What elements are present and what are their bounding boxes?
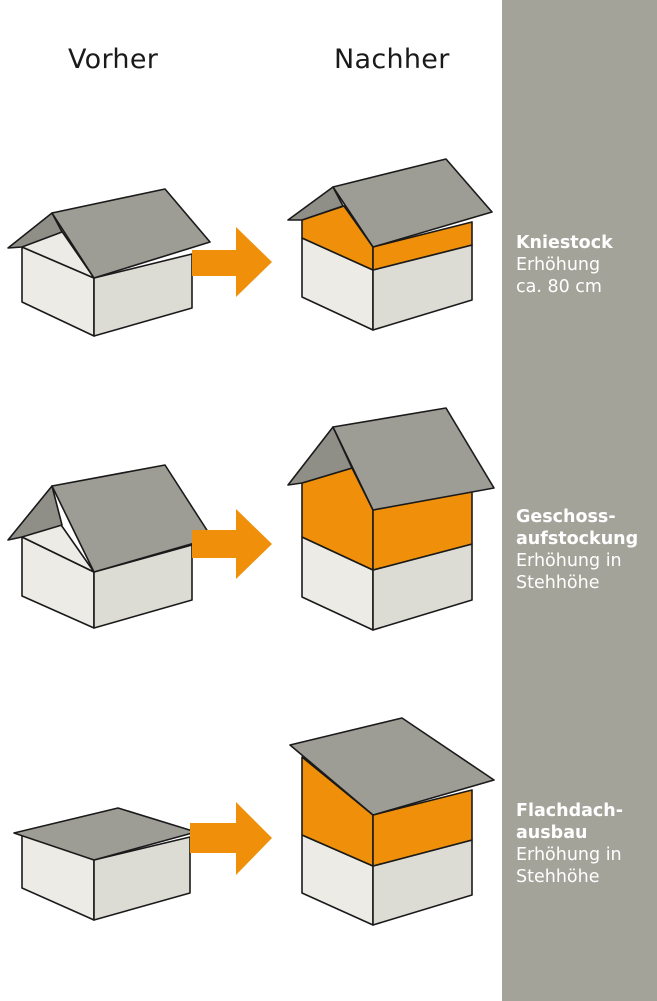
label-subtitle-line1: Erhöhung in: [516, 551, 622, 571]
label-subtitle-line2: Stehhöhe: [516, 573, 600, 593]
label-title-line2: aufstockung: [516, 529, 639, 549]
row3-before-house: [13, 807, 197, 921]
label-subtitle-line1: Erhöhung in: [516, 845, 622, 865]
label-title: Kniestock: [516, 233, 613, 253]
label-geschossaufstockung: Geschoss- aufstockung Erhöhung in Stehhö…: [516, 506, 656, 594]
sidebar-panel: [502, 0, 657, 1001]
row2-after-house: [287, 407, 495, 631]
label-subtitle-line2: Stehhöhe: [516, 867, 600, 887]
label-kniestock: Kniestock Erhöhung ca. 80 cm: [516, 232, 656, 298]
row2-arrow: [192, 509, 272, 579]
header-after: Nachher: [334, 44, 450, 75]
row3-after-house: [289, 717, 495, 926]
row2-before-house: [7, 464, 213, 629]
row1-after-house: [287, 158, 493, 331]
label-title-line1: Flachdach-: [516, 801, 624, 821]
label-title-line1: Geschoss-: [516, 507, 616, 527]
label-flachdachausbau: Flachdach- ausbau Erhöhung in Stehhöhe: [516, 800, 656, 888]
label-subtitle-line1: Erhöhung: [516, 255, 601, 275]
row3-arrow: [190, 802, 272, 875]
row1-arrow: [192, 227, 272, 297]
row1-before-house: [7, 188, 211, 337]
label-subtitle-line2: ca. 80 cm: [516, 277, 602, 297]
label-title-line2: ausbau: [516, 823, 588, 843]
header-before: Vorher: [68, 44, 159, 75]
